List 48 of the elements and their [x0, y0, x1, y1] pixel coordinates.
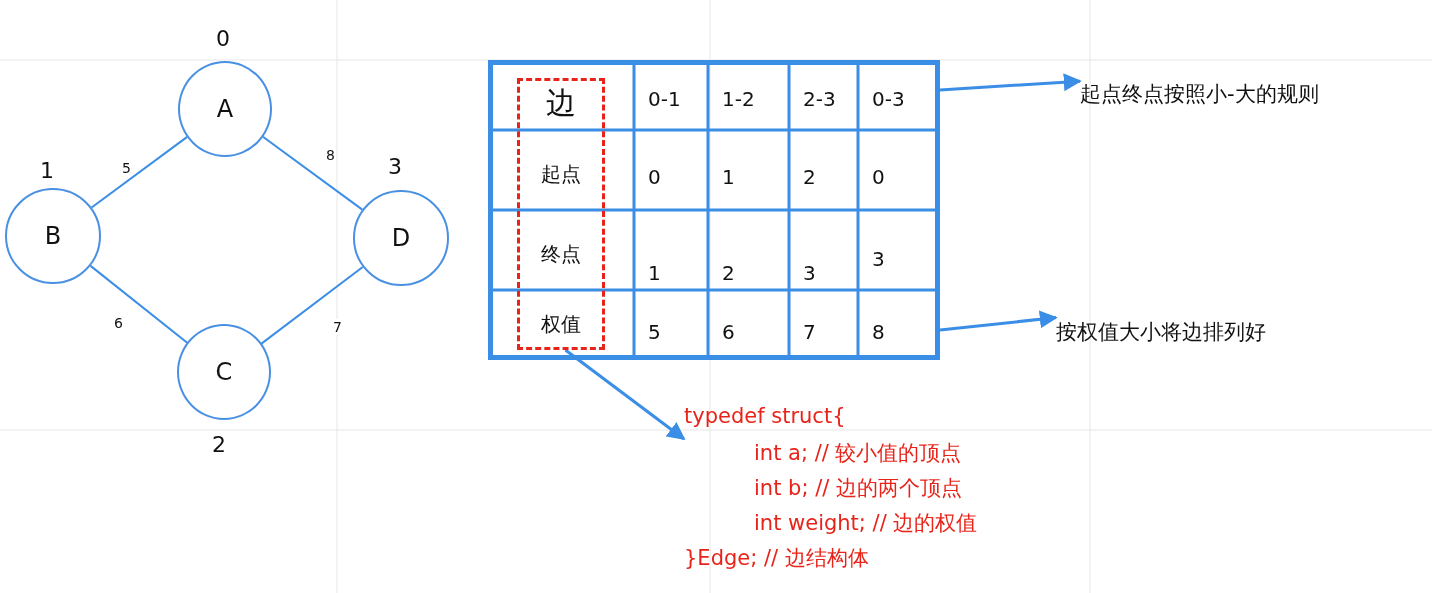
code-line: int a; // 较小值的顶点: [754, 440, 962, 467]
note-text: 起点终点按照小-大的规则: [1080, 78, 1360, 110]
arrow: [939, 73, 1082, 92]
edge-label: 6: [114, 315, 123, 331]
vertex-label: A: [216, 95, 234, 123]
connector-line: [260, 265, 364, 345]
connector-line: [90, 135, 189, 209]
vertex-label: D: [391, 224, 411, 252]
table-header-text: 边: [546, 84, 576, 122]
table-cell-text: 0: [648, 165, 661, 189]
row-header-text: 权值: [541, 311, 581, 338]
vertex-index: 2: [212, 432, 226, 457]
connector-line: [261, 135, 364, 211]
code-line: int weight; // 边的权值: [754, 510, 978, 537]
table-cell-text: 1: [648, 261, 661, 285]
table-cell-text: 3: [803, 261, 816, 285]
code-line: int b; // 边的两个顶点: [754, 475, 962, 502]
table-cell-text: 3: [872, 247, 885, 271]
table-cell-text: 5: [648, 320, 661, 344]
table-cell-text: 6: [722, 320, 735, 344]
vertex-index: 0: [216, 26, 230, 51]
code-line: }Edge; // 边结构体: [684, 545, 869, 572]
table-cell-text: 2-3: [803, 87, 836, 111]
edge-table: [488, 60, 940, 360]
row-header-text: 终点: [541, 241, 581, 268]
vertex-index: 1: [40, 158, 54, 183]
note-text: 按权值大小将边排列好: [1056, 316, 1306, 348]
table-cell-text: 7: [803, 320, 816, 344]
vertex-label: B: [44, 222, 62, 250]
edge-label: 5: [122, 160, 131, 176]
table-cell-text: 0-1: [648, 87, 681, 111]
table-cell-text: 1-2: [722, 87, 755, 111]
connector-line: [89, 264, 189, 344]
table-cell-text: 2: [722, 261, 735, 285]
vertex-label: C: [215, 358, 233, 386]
edge-label: 7: [333, 319, 342, 335]
table-cell-text: 0: [872, 165, 885, 189]
table-cell-text: 1: [722, 165, 735, 189]
row-header-text: 起点: [541, 161, 581, 188]
code-line: typedef struct{: [684, 404, 846, 428]
table-cell-text: 8: [872, 320, 885, 344]
edge-label: 8: [326, 147, 335, 163]
arrow: [939, 310, 1058, 332]
arrow: [564, 348, 686, 441]
dashed-highlight-box: [517, 78, 605, 350]
vertex-index: 3: [388, 154, 402, 179]
table-cell-text: 0-3: [872, 87, 905, 111]
table-cell-text: 2: [803, 165, 816, 189]
